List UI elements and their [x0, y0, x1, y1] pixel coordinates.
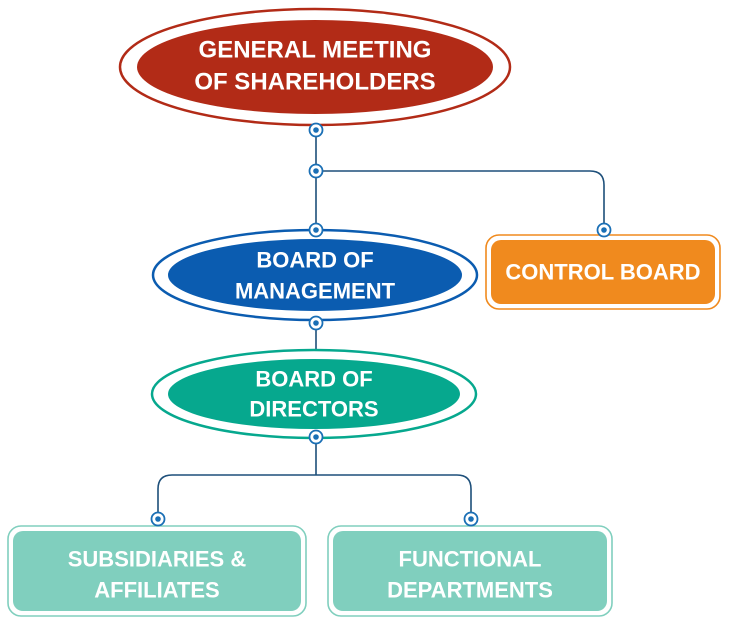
general-meeting-ellipse	[137, 20, 493, 114]
board-of-management-line-2: MANAGEMENT	[235, 279, 396, 304]
board-of-directors-line-1: BOARD OF	[255, 367, 372, 392]
subsidiaries-line-1: SUBSIDIARIES &	[68, 547, 247, 572]
connector-dot	[150, 511, 166, 527]
connector-dots	[150, 122, 612, 527]
connector-dot	[463, 511, 479, 527]
connector-to-functional-departments	[316, 474, 472, 519]
subsidiaries-line-2: AFFILIATES	[94, 578, 219, 603]
node-subsidiaries: SUBSIDIARIES & AFFILIATES	[7, 525, 307, 617]
general-meeting-line-2: OF SHAREHOLDERS	[194, 69, 435, 96]
general-meeting-line-1: GENERAL MEETING	[199, 37, 432, 64]
connector-dot	[308, 429, 324, 445]
connector-dot	[308, 315, 324, 331]
board-of-management-line-1: BOARD OF	[256, 248, 373, 273]
node-general-meeting: GENERAL MEETING OF SHAREHOLDERS	[118, 7, 512, 127]
connector-dot	[308, 163, 324, 179]
functional-departments-line-2: DEPARTMENTS	[387, 578, 553, 603]
node-control-board: CONTROL BOARD	[485, 234, 721, 310]
board-of-management-ellipse	[168, 239, 462, 311]
functional-departments-line-1: FUNCTIONAL	[399, 547, 542, 572]
connector-lines	[157, 130, 605, 519]
connector-dot	[308, 122, 324, 138]
board-of-directors-ellipse	[168, 359, 460, 429]
connector-dot	[596, 222, 612, 238]
node-board-of-management: BOARD OF MANAGEMENT	[151, 228, 479, 322]
connector-to-subsidiaries	[157, 474, 316, 519]
board-of-directors-line-2: DIRECTORS	[249, 397, 378, 422]
functional-departments-box	[333, 531, 607, 611]
connector-gm-to-control-board	[316, 170, 605, 230]
control-board-label: CONTROL BOARD	[505, 260, 700, 285]
node-functional-departments: FUNCTIONAL DEPARTMENTS	[327, 525, 613, 617]
subsidiaries-box	[13, 531, 301, 611]
control-board-box	[491, 240, 715, 304]
connector-dot	[308, 222, 324, 238]
node-board-of-directors: BOARD OF DIRECTORS	[150, 348, 478, 440]
